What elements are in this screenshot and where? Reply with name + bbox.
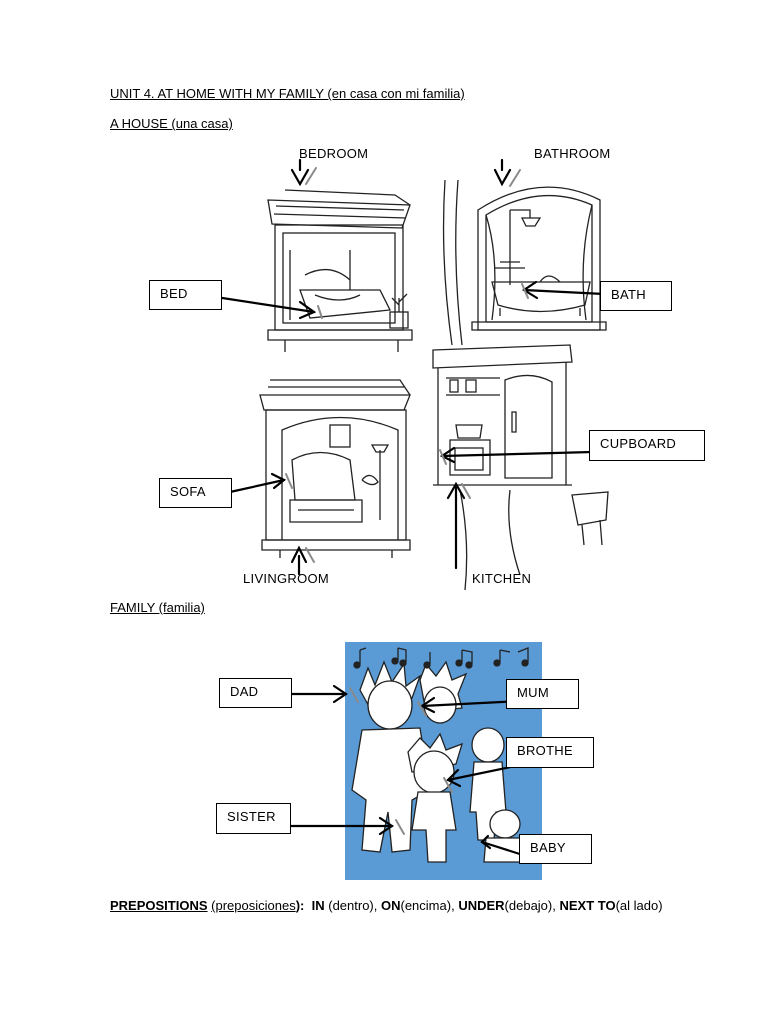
sister-label: SISTER	[227, 809, 276, 824]
bathroom-drawing	[471, 186, 607, 331]
prep-under: UNDER	[458, 898, 505, 913]
brother-label: BROTHE	[517, 743, 573, 758]
bath-box: BATH	[600, 281, 672, 311]
prep-on: ON	[381, 898, 401, 913]
dad-label: DAD	[230, 684, 259, 699]
sister-box: SISTER	[216, 803, 291, 834]
prepositions-heading-es: (preposiciones	[211, 898, 296, 913]
bath-label: BATH	[611, 287, 646, 302]
family-heading: FAMILY (familia)	[110, 600, 205, 615]
kitchen-label: KITCHEN	[472, 571, 532, 586]
prep-under-es: (debajo),	[504, 898, 556, 913]
bedroom-label: BEDROOM	[299, 146, 369, 161]
prep-in-es: (dentro),	[328, 898, 378, 913]
bed-box: BED	[149, 280, 222, 310]
house-heading: A HOUSE (una casa)	[110, 116, 233, 131]
mum-box: MUM	[506, 679, 579, 709]
mum-label: MUM	[517, 685, 549, 700]
prepositions-heading: PREPOSITIONS	[110, 898, 208, 913]
page-title: UNIT 4. AT HOME WITH MY FAMILY (en casa …	[110, 86, 465, 101]
cupboard-label: CUPBOARD	[600, 436, 677, 451]
bed-label: BED	[160, 286, 188, 301]
dad-box: DAD	[219, 678, 292, 708]
prepositions-line: PREPOSITIONS (preposiciones): IN (dentro…	[110, 896, 670, 915]
prep-on-es: (encima),	[400, 898, 455, 913]
brother-box: BROTHE	[506, 737, 594, 768]
livingroom-label: LIVINGROOM	[243, 571, 330, 586]
prep-in: IN	[311, 898, 325, 913]
prep-next-es: (al lado)	[615, 898, 663, 913]
sofa-box: SOFA	[159, 478, 232, 508]
bedroom-drawing	[267, 189, 413, 352]
sofa-label: SOFA	[170, 484, 206, 499]
baby-box: BABY	[519, 834, 592, 864]
prep-next: NEXT TO	[559, 898, 616, 913]
livingroom-drawing	[259, 379, 411, 558]
baby-label: BABY	[530, 840, 566, 855]
prepositions-heading-end: ):	[295, 898, 305, 913]
cupboard-box: CUPBOARD	[589, 430, 705, 461]
bathroom-label: BATHROOM	[534, 146, 611, 161]
